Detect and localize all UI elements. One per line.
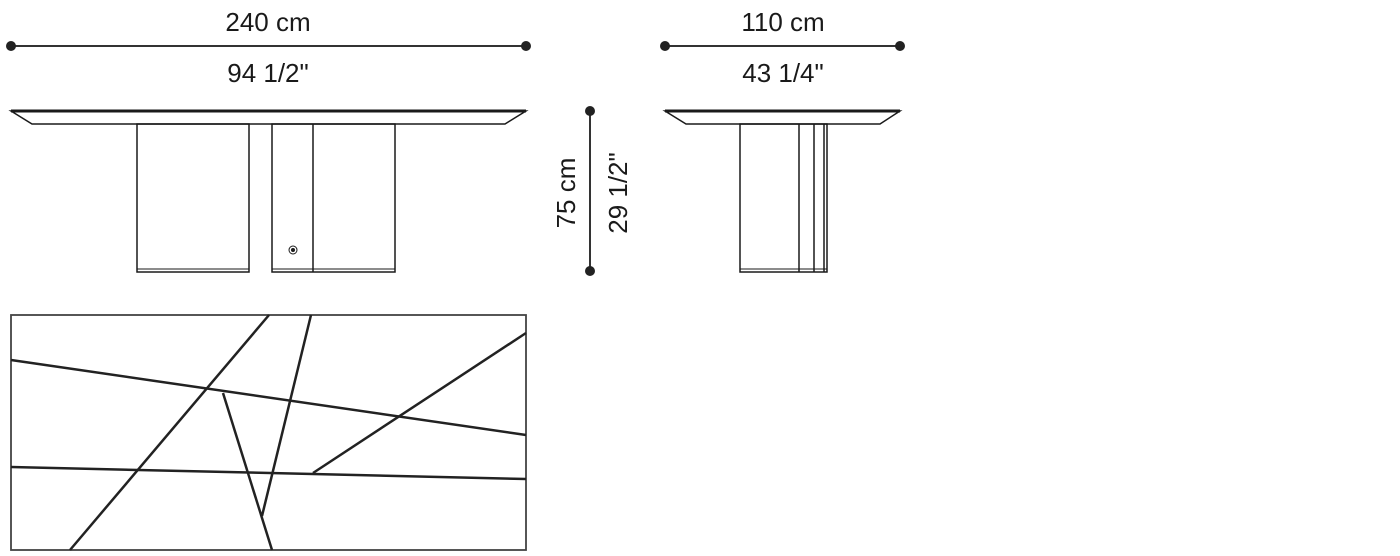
front-left-leg [136, 123, 250, 273]
plan-inlay-line [260, 314, 313, 517]
button-icon [288, 245, 298, 255]
depth-dimension: 110 cm 43 1/4" [660, 7, 905, 88]
plan-inlay-line [10, 465, 527, 481]
front-elevation-view [8, 109, 529, 273]
plan-outline [10, 314, 527, 551]
plan-inlay-line [69, 314, 270, 551]
height-imperial-label: 29 1/2" [603, 152, 633, 234]
dimension-endpoint-icon [585, 266, 595, 276]
side-tabletop [662, 110, 903, 125]
plan-inlay-line [10, 358, 527, 437]
dimension-endpoint-icon [895, 41, 905, 51]
plan-inlay-line [221, 392, 274, 551]
dimension-endpoint-icon [660, 41, 670, 51]
button-dot-icon [291, 248, 295, 252]
length-imperial-label: 94 1/2" [227, 58, 309, 88]
front-tabletop [8, 110, 529, 125]
length-dimension: 240 cm 94 1/2" [6, 7, 531, 88]
height-dimension: 75 cm 29 1/2" [551, 106, 633, 276]
front-right-leg [271, 123, 396, 273]
side-elevation-view [662, 109, 903, 273]
depth-imperial-label: 43 1/4" [742, 58, 824, 88]
depth-metric-label: 110 cm [741, 7, 824, 37]
side-leg [739, 123, 828, 273]
plan-inlay-line [312, 331, 527, 475]
dimension-endpoint-icon [521, 41, 531, 51]
length-metric-label: 240 cm [225, 7, 310, 37]
dimension-endpoint-icon [6, 41, 16, 51]
height-metric-label: 75 cm [551, 158, 581, 229]
top-plan-view [10, 314, 527, 551]
dimension-endpoint-icon [585, 106, 595, 116]
